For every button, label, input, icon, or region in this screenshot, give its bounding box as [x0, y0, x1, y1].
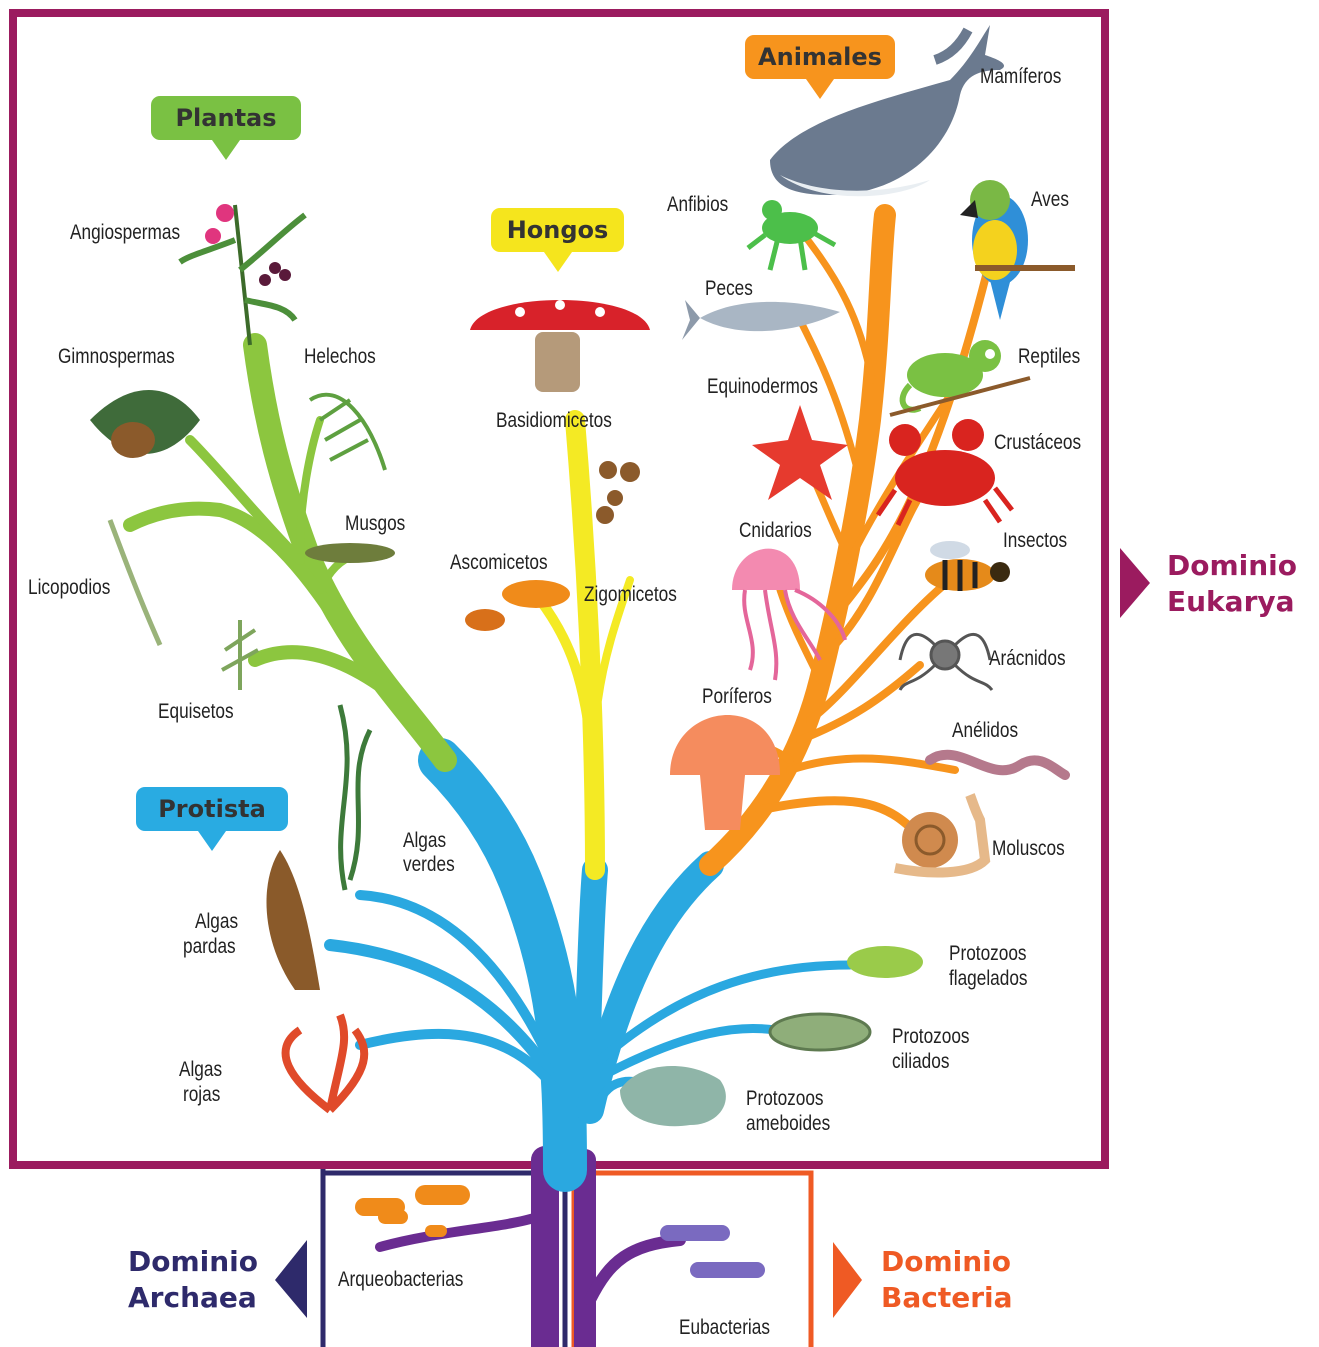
amanita-icon — [470, 300, 650, 392]
domain-bacteria-line1: Dominio — [881, 1244, 1013, 1280]
label-algas-verdes-line2: verdes — [403, 853, 455, 877]
label-aracnidos: Arácnidos — [989, 647, 1066, 671]
label-eubacterias: Eubacterias — [679, 1316, 770, 1340]
eukarya-arrow-icon — [1120, 548, 1150, 618]
starfish-icon — [752, 405, 848, 500]
crab-icon — [878, 419, 1012, 525]
label-aves: Aves — [1031, 188, 1069, 212]
label-peces: Peces — [705, 277, 753, 301]
ciliate-icon — [770, 1014, 870, 1050]
label-poriferos: Poríferos — [702, 685, 772, 709]
label-mamiferos: Mamíferos — [980, 65, 1061, 89]
label-equinodermos: Equinodermos — [707, 375, 818, 399]
hongos-branches — [540, 420, 630, 870]
horsetail-icon — [222, 620, 258, 690]
lycopod-icon — [110, 520, 160, 645]
label-algas-pardas-line2: pardas — [183, 935, 236, 959]
red-algae-icon — [286, 1015, 365, 1110]
angiosperm-icon — [180, 204, 305, 345]
label-protozoos-ciliados-line2: ciliados — [892, 1050, 949, 1074]
label-protozoos-ameboides-line2: ameboides — [746, 1112, 830, 1136]
label-licopodios: Licopodios — [28, 576, 110, 600]
label-helechos: Helechos — [304, 345, 376, 369]
label-algas-rojas-line2: rojas — [183, 1083, 220, 1107]
kingdom-tag-animales: Animales — [745, 35, 895, 79]
flagellate-icon — [847, 946, 923, 978]
label-protozoos-ciliados-line1: Protozoos — [892, 1025, 970, 1049]
amoeba-icon — [620, 1066, 726, 1126]
label-ascomicetos: Ascomicetos — [450, 551, 548, 575]
label-protozoos-flagelados-line2: flagelados — [949, 967, 1028, 991]
label-basidiomicetos: Basidiomicetos — [496, 409, 612, 433]
domain-eukarya-line2: Eukarya — [1167, 584, 1297, 620]
label-protozoos-flagelados-line1: Protozoos — [949, 942, 1027, 966]
fern-icon — [310, 395, 385, 470]
label-anfibios: Anfibios — [667, 193, 728, 217]
bacteria-arrow-icon — [833, 1242, 862, 1318]
label-gimnospermas: Gimnospermas — [58, 345, 175, 369]
domain-archaea-line1: Dominio — [128, 1244, 256, 1280]
label-reptiles: Reptiles — [1018, 345, 1080, 369]
zygomycete-icon — [596, 461, 640, 524]
kingdom-tag-plantas: Plantas — [151, 96, 301, 140]
fish-icon — [682, 300, 840, 340]
label-equisetos: Equisetos — [158, 700, 234, 724]
label-cnidarios: Cnidarios — [739, 519, 812, 543]
label-angiospermas: Angiospermas — [70, 221, 180, 245]
bee-icon — [925, 541, 1010, 591]
label-algas-rojas-line1: Algas — [179, 1058, 222, 1082]
domain-eukarya: Dominio Eukarya — [1167, 548, 1297, 620]
label-crustaceos: Crustáceos — [994, 431, 1081, 455]
domain-bacteria-line2: Bacteria — [881, 1280, 1013, 1316]
brown-algae-icon — [266, 850, 320, 990]
label-moluscos: Moluscos — [992, 837, 1065, 861]
domain-archaea-line2: Archaea — [128, 1280, 256, 1316]
label-protozoos-ameboides-line1: Protozoos — [746, 1087, 824, 1111]
label-algas-verdes-line1: Algas — [403, 829, 446, 853]
label-arqueobacterias: Arqueobacterias — [338, 1268, 463, 1292]
snail-icon — [895, 795, 985, 873]
domain-archaea: Dominio Archaea — [128, 1244, 256, 1316]
label-algas-pardas-line1: Algas — [195, 910, 238, 934]
gimnosperm-icon — [90, 390, 200, 458]
label-anelidos: Anélidos — [952, 719, 1018, 743]
label-zigomicetos: Zigomicetos — [584, 583, 677, 607]
green-algae-icon — [340, 705, 370, 890]
domain-bacteria: Dominio Bacteria — [881, 1244, 1013, 1316]
label-musgos: Musgos — [345, 512, 405, 536]
domain-eukarya-line1: Dominio — [1167, 548, 1297, 584]
archaea-arrow-icon — [275, 1240, 307, 1318]
kingdom-tag-protista: Protista — [136, 787, 288, 831]
chameleon-icon — [890, 340, 1030, 415]
spider-icon — [900, 634, 992, 690]
kingdom-tag-hongos: Hongos — [491, 208, 624, 252]
eubacteria-icon — [660, 1225, 765, 1278]
label-insectos: Insectos — [1003, 529, 1067, 553]
moss-icon — [305, 543, 395, 563]
